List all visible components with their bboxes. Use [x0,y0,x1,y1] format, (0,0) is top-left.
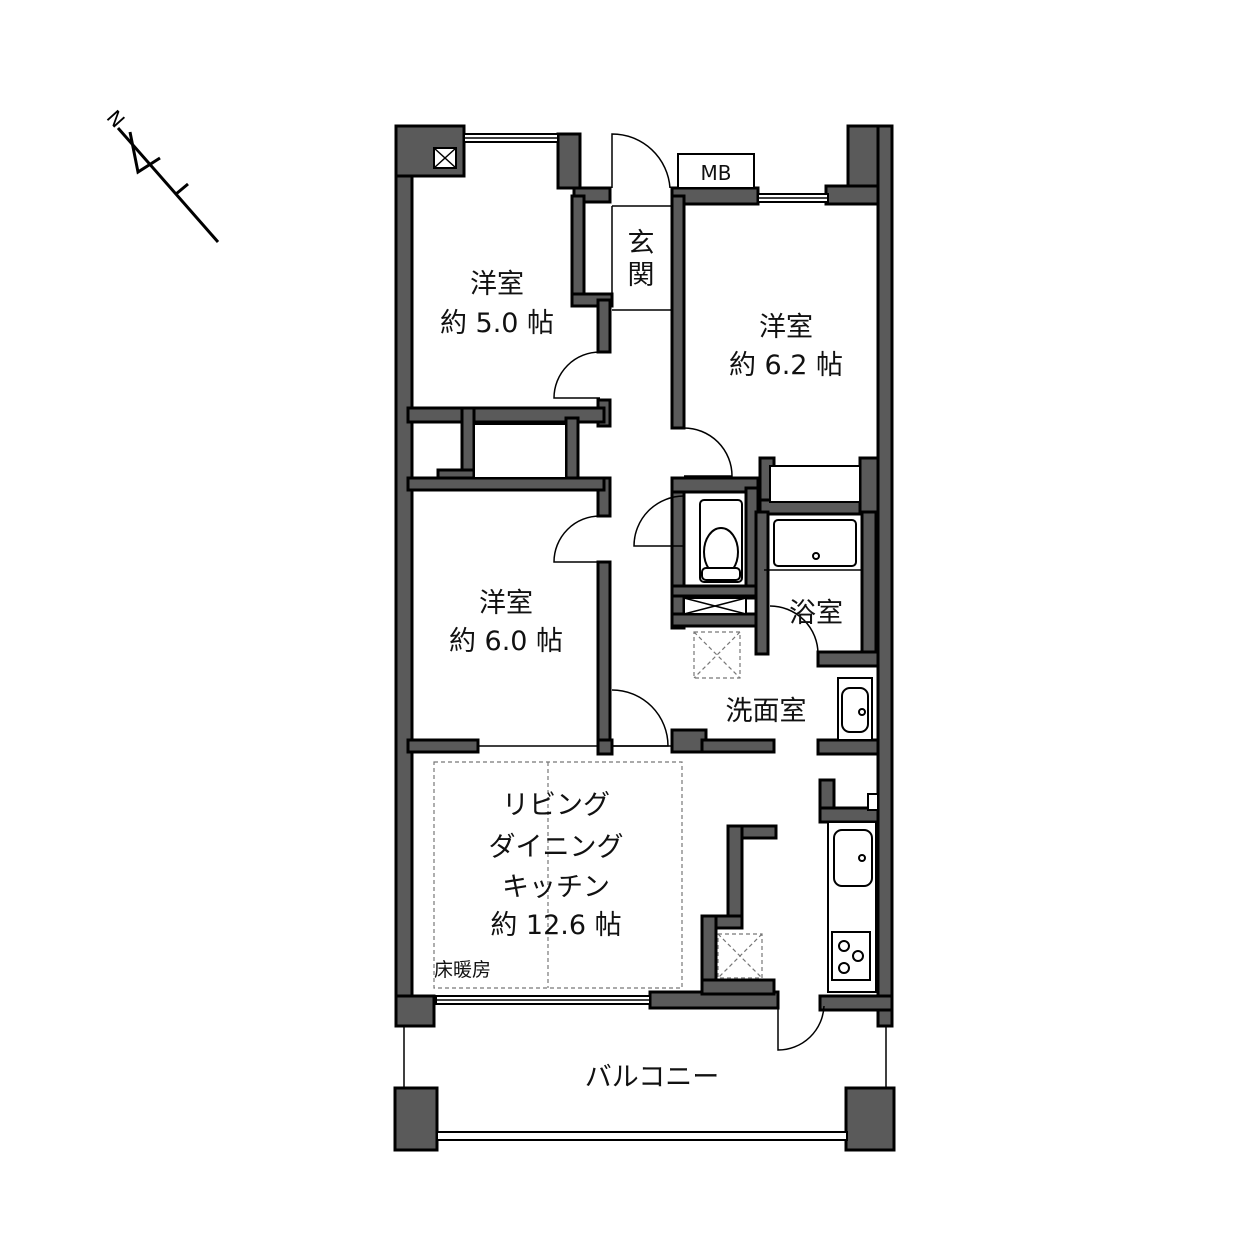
washbasin-icon [837,677,873,741]
room-labels: 洋室 約 5.0 帖 洋室 約 6.2 帖 洋室 約 6.0 帖 リビング ダイ… [434,161,843,1093]
meter-box [677,153,755,189]
north-label: N [102,105,130,132]
ldk-size: 約 12.6 帖 [490,910,621,941]
floor-heating-area [433,761,683,989]
bathroom-label: 浴室 [789,598,843,629]
bedroom-ne-size: 約 6.2 帖 [729,350,843,381]
bedroom-nw-name: 洋室 [470,269,524,300]
bedroom-nw-size: 約 5.0 帖 [440,308,554,339]
interior-walls [406,194,880,996]
bedroom-w-name: 洋室 [479,588,533,619]
entrance-char1: 玄 [628,228,655,259]
bathtub-icon [764,519,862,571]
balcony-label: バルコニー [585,1062,719,1093]
north-arrow-icon: N [102,105,220,243]
washroom-label: 洗面室 [726,696,807,727]
doors [478,133,825,1051]
floor-heating-label: 床暖房 [434,959,491,981]
ldk-line2: ダイニング [489,832,624,863]
bedroom-ne-name: 洋室 [759,312,813,343]
fixtures [433,147,879,993]
windows [403,133,887,1141]
bedroom-w-size: 約 6.0 帖 [449,626,563,657]
stove-icon [831,931,871,981]
toilet-icon [699,499,743,583]
meter-box-label: MB [701,161,732,185]
ldk-line3: キッチン [502,872,610,903]
entrance-char2: 関 [628,260,655,291]
ldk-line1: リビング [502,790,610,821]
